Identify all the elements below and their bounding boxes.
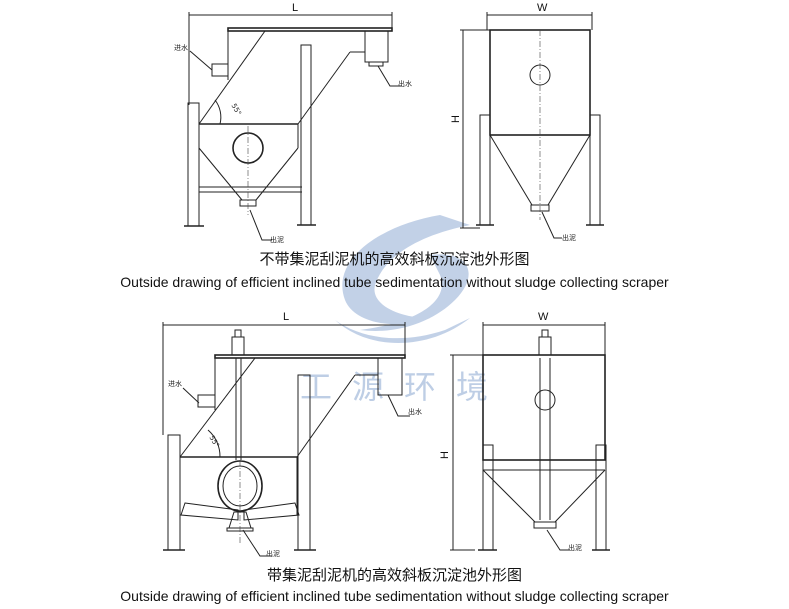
height-label: H — [439, 451, 451, 459]
inlet-label: 进水 — [174, 43, 188, 52]
bottom-caption-cn: 带集泥刮泥机的高效斜板沉淀池外形图 — [266, 566, 522, 584]
length-label: L — [292, 2, 298, 14]
top-caption-cn: 不带集泥刮泥机的高效斜板沉淀池外形图 — [259, 250, 530, 268]
width-label: W — [537, 2, 548, 14]
top-front-view: L 55° 进水 出水 出泥 — [174, 2, 412, 244]
outlet-label: 出水 — [398, 79, 412, 88]
bottom-front-view: L 55° 进水 出水 出泥 — [162, 311, 422, 558]
top-side-view: W H 出泥 — [450, 2, 604, 242]
watermark-text: 工源环境 — [300, 368, 509, 406]
height-label: H — [450, 115, 462, 123]
width-label: W — [538, 311, 549, 323]
top-caption-en: Outside drawing of efficient inclined tu… — [120, 274, 669, 290]
bottom-side-view: W H 出泥 — [439, 311, 610, 552]
bottom-caption-en: Outside drawing of efficient inclined tu… — [120, 588, 669, 604]
outlet-label: 出水 — [408, 407, 422, 416]
sludge-label: 出泥 — [562, 233, 576, 242]
inlet-label: 进水 — [168, 379, 182, 388]
sludge-label: 出泥 — [270, 235, 284, 244]
sludge-label: 出泥 — [568, 543, 582, 552]
sludge-label: 出泥 — [266, 549, 280, 558]
length-label: L — [283, 311, 289, 323]
